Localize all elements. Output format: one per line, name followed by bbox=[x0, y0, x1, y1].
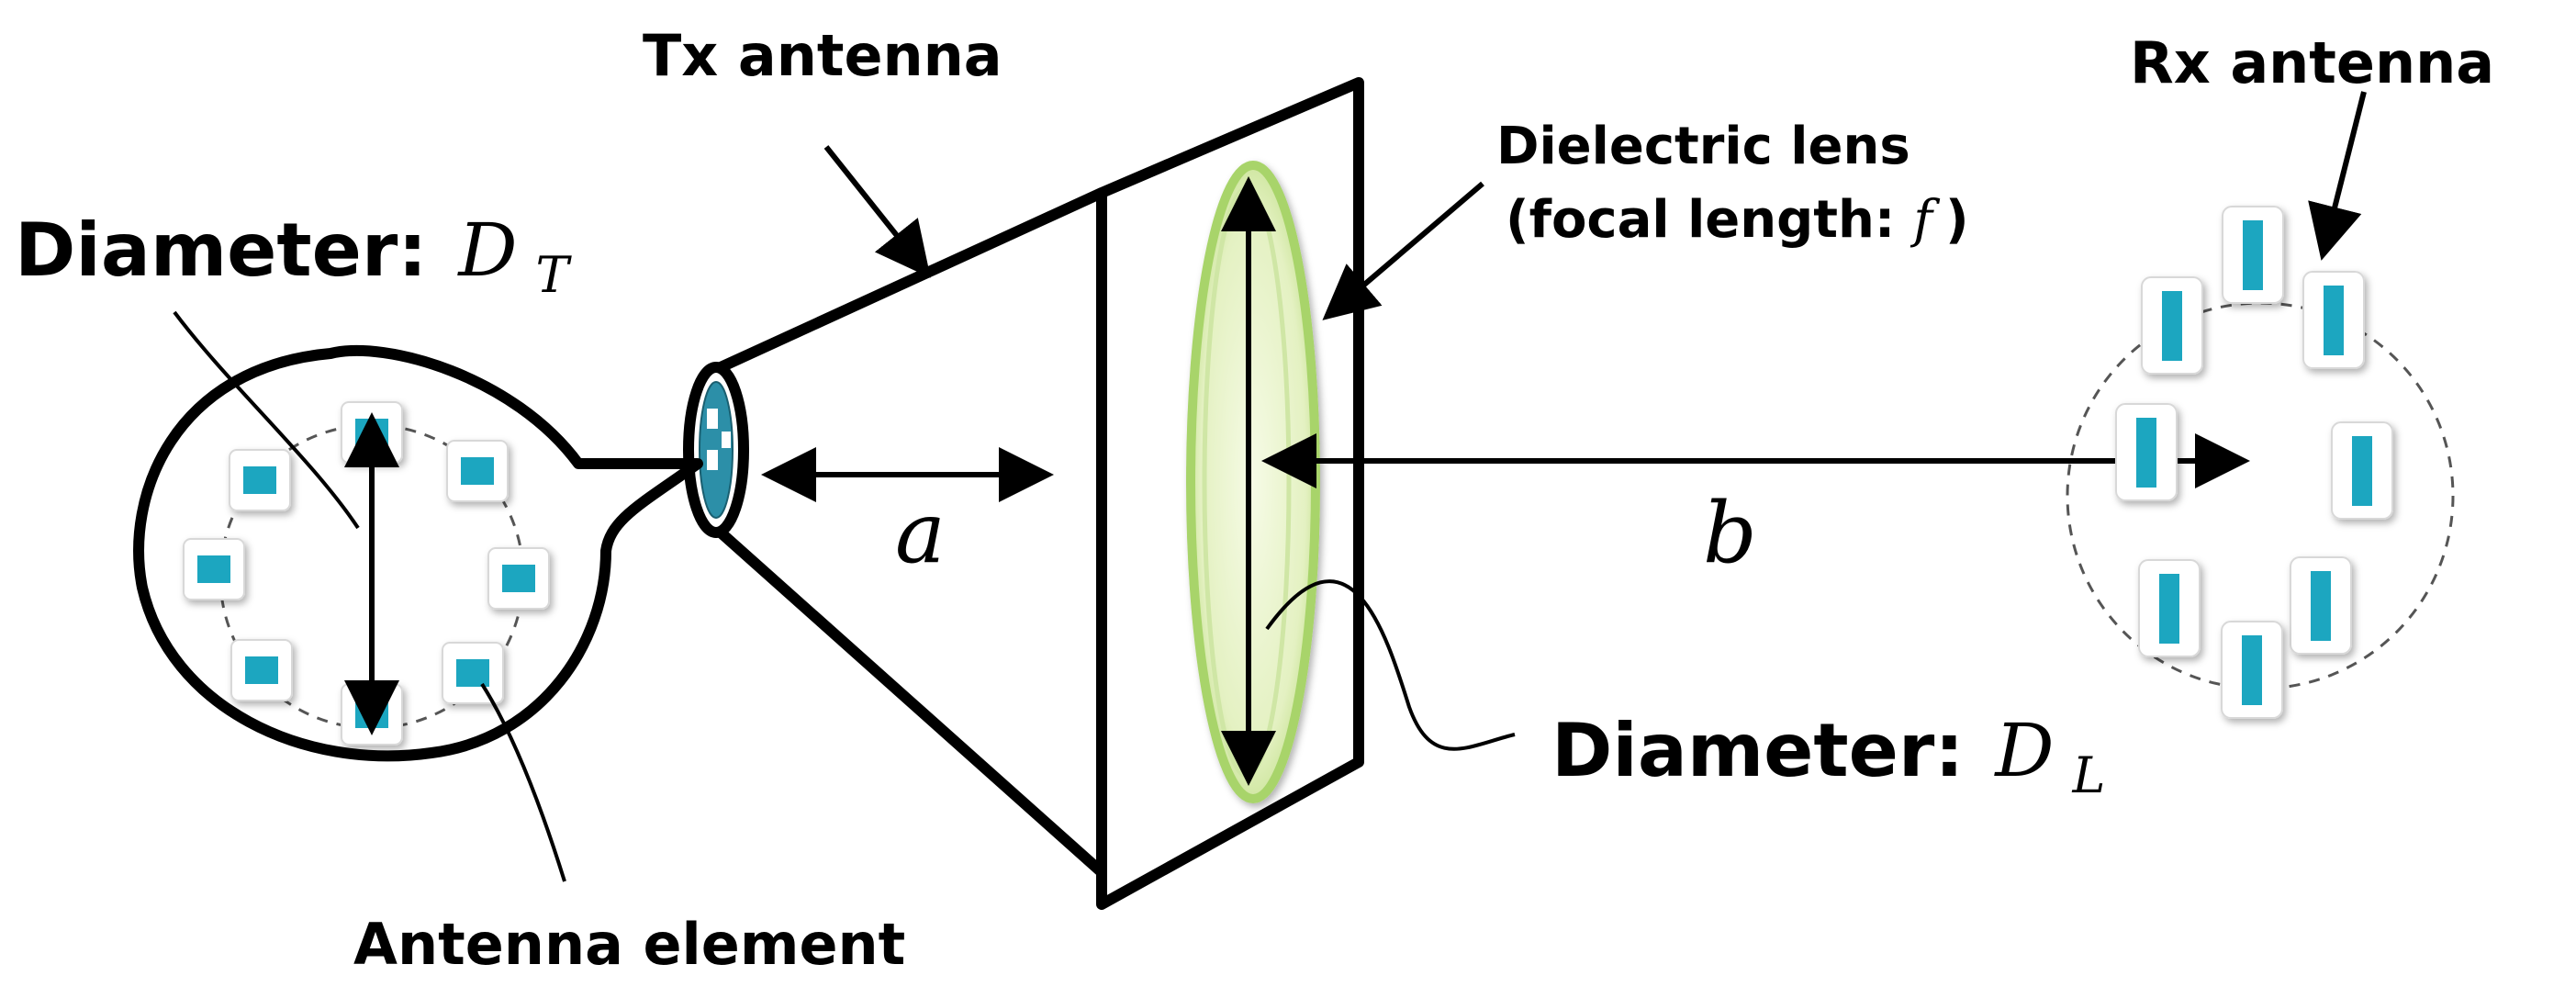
lens-diameter-symbol: D bbox=[1993, 708, 2054, 793]
rx-element bbox=[2302, 271, 2365, 369]
lens-label-line2-prefix: (focal length: bbox=[1506, 190, 1895, 250]
rx-array-circle bbox=[2066, 301, 2455, 690]
dielectric-lens bbox=[1186, 161, 1320, 803]
horn-upper-edge bbox=[718, 187, 1104, 373]
tx-diameter-prefix: Diameter: bbox=[15, 207, 427, 293]
tx-diameter-leader bbox=[173, 310, 360, 530]
distance-b-label: b bbox=[1703, 484, 1757, 582]
tx-element bbox=[487, 547, 550, 610]
tx-antenna-label: Tx antenna bbox=[643, 22, 1002, 89]
horn-lower-edge bbox=[717, 528, 1105, 877]
tx-diameter-symbol: D bbox=[456, 207, 517, 293]
tx-element bbox=[446, 440, 509, 502]
lens-diameter-label: Diameter: D L bbox=[1551, 708, 2105, 804]
tx-diameter-subscript: T bbox=[536, 246, 573, 304]
rx-element bbox=[2331, 421, 2393, 520]
lens-focal-symbol: f bbox=[1910, 190, 1941, 250]
rx-element bbox=[2141, 276, 2203, 375]
rx-antenna-label: Rx antenna bbox=[2130, 29, 2494, 96]
rx-elements bbox=[2115, 206, 2393, 719]
tx-feed bbox=[683, 362, 749, 538]
lens-label-line1: Dielectric lens bbox=[1496, 117, 1910, 176]
lens-label-line2: (focal length: f ) bbox=[1506, 190, 1969, 250]
tx-diameter-label: Diameter: D T bbox=[15, 207, 573, 304]
rx-antenna-leader bbox=[2308, 91, 2367, 261]
tx-antenna-leader bbox=[823, 145, 931, 278]
lens-diameter-prefix: Diameter: bbox=[1551, 708, 1964, 793]
rx-element bbox=[2138, 559, 2201, 657]
lens-label-line2-suffix: ) bbox=[1945, 190, 1969, 250]
lens-diameter-subscript: L bbox=[2072, 746, 2106, 804]
antenna-element-label: Antenna element bbox=[353, 911, 905, 978]
tx-element bbox=[230, 639, 293, 701]
tx-element bbox=[183, 538, 245, 600]
tx-horn bbox=[717, 187, 1105, 877]
tx-element bbox=[229, 449, 291, 511]
tx-element bbox=[442, 642, 504, 704]
rx-element bbox=[2290, 556, 2352, 655]
antenna-element-leader bbox=[480, 682, 566, 882]
lens-leader bbox=[1322, 181, 1484, 320]
rx-element bbox=[2115, 403, 2178, 501]
distance-a-label: a bbox=[895, 484, 946, 582]
rx-element bbox=[2222, 206, 2284, 304]
lens-diameter-leader bbox=[1265, 579, 1516, 751]
rx-element bbox=[2221, 621, 2283, 719]
